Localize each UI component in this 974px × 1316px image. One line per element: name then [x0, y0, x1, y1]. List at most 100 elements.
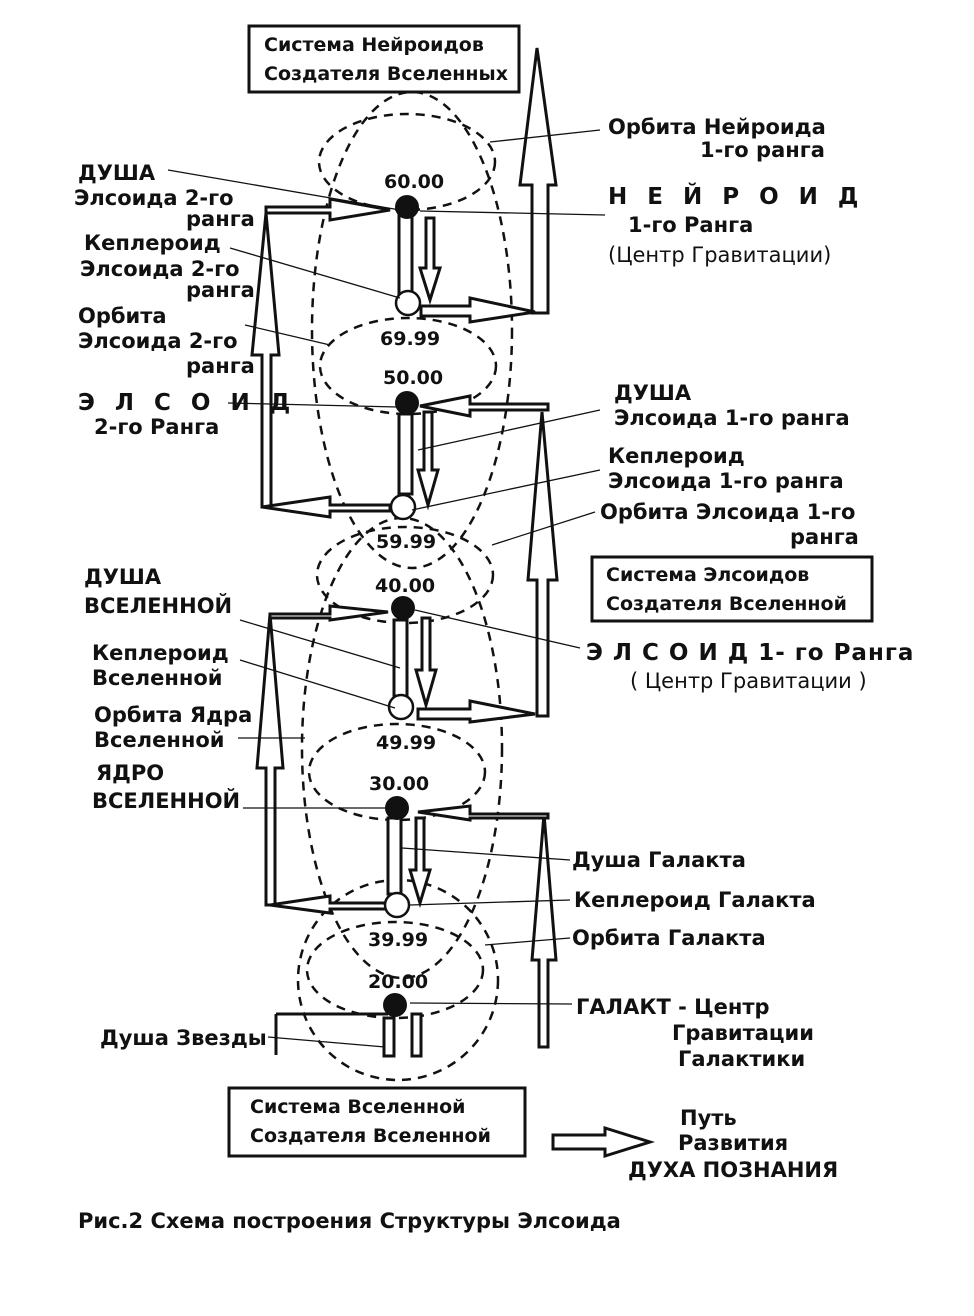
svg-text:Кеплероид: Кеплероид	[92, 641, 229, 665]
nodes	[383, 195, 422, 1017]
number-30: 30.00	[369, 773, 429, 795]
bar-60	[397, 213, 414, 297]
label-soul-universe: ДУША ВСЕЛЕННОЙ	[84, 565, 232, 618]
vertical-bars	[382, 213, 443, 1058]
svg-text:ДУХА ПОЗНАНИЯ: ДУХА ПОЗНАНИЯ	[628, 1158, 838, 1182]
node-69	[394, 289, 422, 317]
label-soul-star: Душа Звезды	[100, 1026, 267, 1050]
bar-50	[397, 412, 414, 496]
orbit-neuroid-ring	[317, 112, 497, 212]
node-40	[391, 596, 415, 620]
node-60	[395, 195, 419, 219]
svg-text:1-го ранга: 1-го ранга	[700, 138, 825, 162]
arrow-up-right-mid	[526, 411, 559, 718]
svg-text:Орбита Элсоида 1-го: Орбита Элсоида 1-го	[600, 500, 855, 524]
node-49	[387, 693, 415, 721]
svg-text:Гравитации: Гравитации	[672, 1021, 814, 1045]
box-elsoid-system: Система Элсоидов Создателя Вселенной	[590, 555, 874, 623]
svg-text:Создателя Вселенной: Создателя Вселенной	[606, 593, 847, 615]
node-30	[385, 796, 409, 820]
svg-text:( Центр Гравитации ): ( Центр Гравитации )	[630, 669, 867, 693]
orbit-ring-20	[305, 920, 485, 1020]
bar-20-right	[410, 1012, 423, 1058]
number-labels: 60.00 69.99 50.00 59.99 40.00 49.99 30.0…	[368, 171, 444, 993]
orbit-elsoid2-big	[310, 90, 514, 570]
orbit-ring-50	[318, 316, 498, 416]
down-arrow-30	[407, 816, 433, 909]
box-universe-system: Система Вселенной Создателя Вселенной	[227, 1086, 527, 1158]
node-59	[389, 493, 417, 521]
svg-text:(Центр Гравитации): (Центр Гравитации)	[608, 243, 831, 267]
number-60: 60.00	[384, 171, 444, 193]
figure-caption: Рис.2 Схема построения Структуры Элсоида	[78, 1209, 621, 1233]
label-neuroid-orbit: Орбита Нейроида 1-го ранга	[608, 115, 826, 162]
number-59: 59.99	[376, 531, 436, 553]
arrow-up-right-bottom	[530, 813, 558, 1049]
bar-30	[386, 816, 403, 896]
number-20: 20.00	[368, 971, 428, 993]
label-core-universe: ЯДРО ВСЕЛЕННОЙ	[92, 761, 240, 813]
label-soul-galakt: Душа Галакта	[572, 848, 746, 872]
svg-text:Орбита Нейроида: Орбита Нейроида	[608, 115, 826, 139]
arrow-from-39-left	[269, 894, 388, 915]
down-arrow-50	[416, 410, 440, 511]
svg-text:Э Л С О И Д: Э Л С О И Д	[78, 390, 296, 416]
arrow-up-left-upper	[250, 212, 281, 509]
svg-text:Кеплероид: Кеплероид	[608, 444, 745, 468]
svg-text:ВСЕЛЕННОЙ: ВСЕЛЕННОЙ	[84, 593, 232, 618]
label-kepleroid-elsoid2: Кеплероид Элсоида 2-го ранга	[80, 231, 255, 302]
bar-40	[392, 618, 409, 698]
svg-text:Элсоида 1-го ранга: Элсоида 1-го ранга	[608, 469, 844, 493]
svg-text:ранга: ранга	[186, 354, 255, 378]
node-50	[395, 391, 419, 415]
svg-text:Создателя Вселенных: Создателя Вселенных	[264, 63, 508, 85]
svg-text:ГАЛАКТ - Центр: ГАЛАКТ - Центр	[576, 995, 770, 1019]
label-galakt: ГАЛАКТ - Центр Гравитации Галактики	[576, 995, 814, 1071]
svg-text:ЯДРО: ЯДРО	[96, 761, 164, 785]
svg-text:Орбита: Орбита	[78, 304, 167, 328]
leader-lines	[167, 129, 606, 1048]
svg-text:ДУША: ДУША	[84, 565, 162, 589]
path-arrow	[551, 1125, 656, 1159]
label-orbit-core: Орбита Ядра Вселенной	[94, 703, 252, 752]
svg-text:ранга: ранга	[790, 525, 859, 549]
svg-text:ранга: ранга	[186, 207, 255, 231]
svg-text:Система Элсоидов: Система Элсоидов	[606, 564, 809, 586]
svg-text:Элсоида 2-го: Элсоида 2-го	[74, 186, 234, 210]
svg-text:1-го Ранга: 1-го Ранга	[628, 213, 753, 237]
svg-text:Система Нейроидов: Система Нейроидов	[264, 34, 484, 56]
arrow-up-right-top	[518, 47, 558, 315]
svg-text:Развития: Развития	[678, 1131, 788, 1155]
svg-text:Вселенной: Вселенной	[92, 666, 222, 690]
svg-text:ДУША: ДУША	[78, 161, 156, 185]
label-soul-elsoid2: ДУША Элсоида 2-го ранга	[74, 161, 255, 231]
arrow-from-59-left	[261, 495, 392, 519]
svg-text:ДУША: ДУША	[614, 381, 692, 405]
svg-text:Путь: Путь	[680, 1106, 737, 1130]
label-soul-elsoid1: ДУША Элсоида 1-го ранга	[614, 381, 850, 430]
orbit-ring-40	[315, 525, 495, 625]
big-arrows	[250, 47, 559, 1049]
path-label: Путь Развития ДУХА ПОЗНАНИЯ	[628, 1106, 838, 1182]
label-kepleroid-galakt: Кеплероид Галакта	[574, 888, 816, 912]
svg-text:Создателя Вселенной: Создателя Вселенной	[250, 1125, 491, 1147]
svg-text:Орбита Ядра: Орбита Ядра	[94, 703, 252, 727]
label-elsoid2: Э Л С О И Д 2-го Ранга	[78, 390, 296, 439]
label-orbit-elsoid2: Орбита Элсоида 2-го ранга	[78, 304, 255, 378]
down-arrow-60	[417, 216, 443, 306]
svg-text:Э Л С О И Д 1- го Ранга: Э Л С О И Д 1- го Ранга	[586, 640, 914, 666]
svg-text:Н Е Й Р О И Д: Н Е Й Р О И Д	[608, 182, 864, 210]
arrow-from-kepleroid-69	[419, 296, 536, 324]
svg-text:ВСЕЛЕННОЙ: ВСЕЛЕННОЙ	[92, 788, 240, 813]
svg-text:Система Вселенной: Система Вселенной	[250, 1096, 465, 1118]
svg-text:ранга: ранга	[186, 278, 255, 302]
node-20	[383, 993, 407, 1017]
svg-text:2-го Ранга: 2-го Ранга	[94, 415, 219, 439]
label-kepleroid-elsoid1: Кеплероид Элсоида 1-го ранга	[608, 444, 844, 493]
number-39: 39.99	[368, 929, 428, 951]
arrow-to-40	[268, 604, 389, 622]
arrow-to-neuroid	[264, 197, 391, 222]
label-neuroid1: Н Е Й Р О И Д 1-го Ранга (Центр Гравитац…	[608, 182, 864, 267]
number-49: 49.99	[376, 732, 436, 754]
